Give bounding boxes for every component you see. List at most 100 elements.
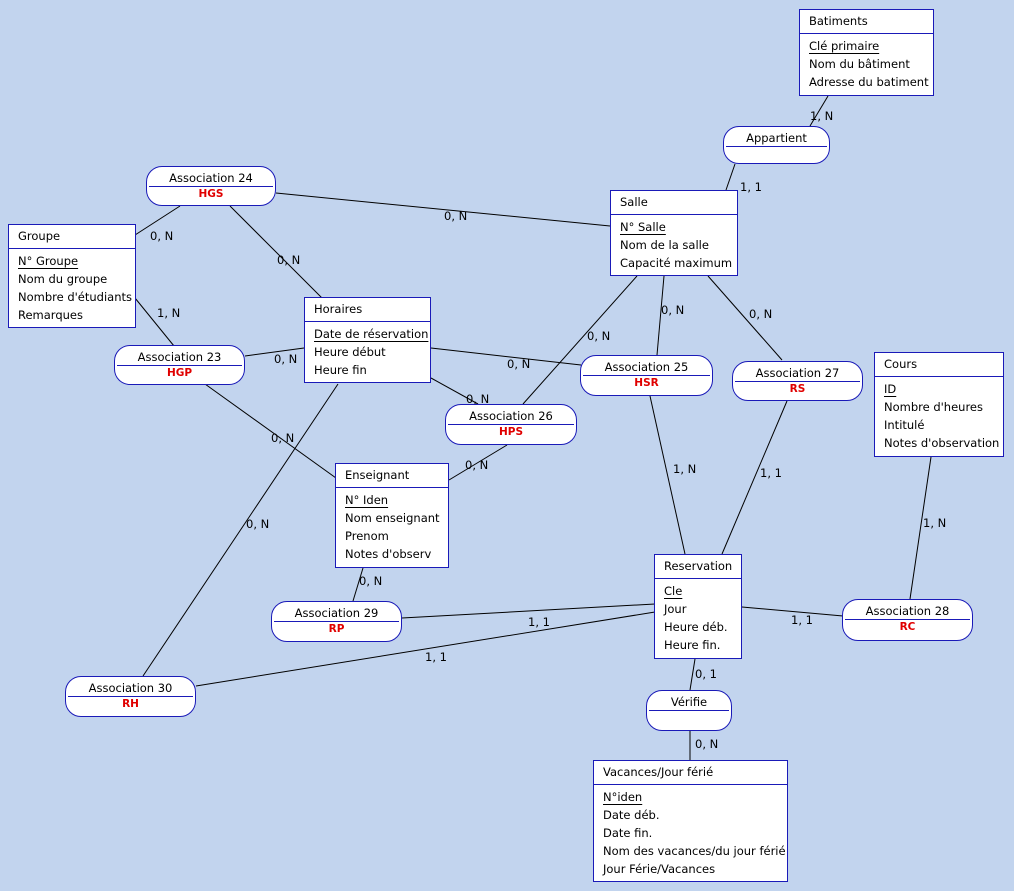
attribute: Nombre d'étudiants bbox=[18, 290, 133, 304]
attribute: Notes d'observation bbox=[884, 436, 1000, 450]
attribute: Jour Férie/Vacances bbox=[603, 862, 716, 876]
association-divider bbox=[649, 710, 729, 711]
entity-horaires[interactable]: Horaires Date de réservation Heure début… bbox=[304, 297, 431, 383]
entity-reservation[interactable]: Reservation Cle Jour Heure déb. Heure fi… bbox=[654, 554, 742, 659]
association-divider bbox=[726, 146, 827, 147]
card-horaires-a25: 0, N bbox=[507, 357, 531, 371]
association-name: Association 23 bbox=[137, 350, 222, 364]
association-code: RS bbox=[789, 383, 806, 395]
association-29[interactable]: Association 29 RP bbox=[271, 601, 402, 642]
entity-groupe[interactable]: Groupe N° Groupe Nom du groupe Nombre d'… bbox=[8, 224, 136, 328]
link-a27-reservation bbox=[721, 400, 788, 555]
association-25[interactable]: Association 25 HSR bbox=[580, 355, 713, 396]
card-salle-a27: 0, N bbox=[749, 307, 773, 321]
card-salle-a25: 0, N bbox=[661, 303, 685, 317]
association-name: Association 26 bbox=[469, 409, 553, 423]
link-a29-reservation bbox=[401, 603, 656, 619]
attribute-key: ID bbox=[884, 382, 897, 396]
card-a23-enseignant: 0, N bbox=[271, 431, 295, 445]
link-a25-reservation bbox=[649, 395, 686, 555]
association-divider bbox=[68, 696, 193, 697]
association-30[interactable]: Association 30 RH bbox=[65, 676, 196, 717]
card-a26-enseignant: 0, N bbox=[465, 458, 489, 472]
entity-name: Horaires bbox=[314, 302, 363, 316]
card-enseignant-a29: 0, N bbox=[359, 574, 383, 588]
association-code bbox=[724, 147, 829, 161]
card-a29-reservation: 1, 1 bbox=[528, 615, 550, 629]
card-cours-a28: 1, N bbox=[923, 516, 947, 530]
card-a24-groupe: 0, N bbox=[150, 229, 174, 243]
card-groupe-a23: 1, N bbox=[157, 306, 181, 320]
card-horaires-a26: 0, N bbox=[466, 392, 490, 406]
link-salle-a26 bbox=[522, 275, 638, 405]
link-groupe-a23 bbox=[134, 297, 175, 347]
link-horaires-a25 bbox=[430, 347, 582, 366]
association-name: Association 24 bbox=[169, 171, 253, 185]
entity-salle[interactable]: Salle N° Salle Nom de la salle Capacité … bbox=[610, 190, 738, 276]
association-code: HGP bbox=[166, 367, 193, 379]
card-reservation-a28: 1, 1 bbox=[791, 613, 813, 627]
association-code: RP bbox=[328, 623, 345, 635]
entity-vacances[interactable]: Vacances/Jour férié N°iden Date déb. Dat… bbox=[593, 760, 788, 882]
attribute: Capacité maximum bbox=[620, 256, 733, 270]
link-horaires-a30 bbox=[142, 383, 339, 677]
card-a23-horaires: 0, N bbox=[274, 352, 298, 366]
attribute: Heure déb. bbox=[664, 620, 728, 634]
link-enseignant-a29 bbox=[352, 567, 364, 602]
association-divider bbox=[845, 619, 970, 620]
association-26[interactable]: Association 26 HPS bbox=[445, 404, 577, 445]
card-batiments-appartient: 1, N bbox=[810, 109, 834, 123]
association-name: Association 28 bbox=[865, 604, 950, 618]
link-a26-enseignant bbox=[448, 444, 508, 481]
association-23[interactable]: Association 23 HGP bbox=[114, 345, 245, 385]
association-verifie[interactable]: Vérifie bbox=[646, 690, 732, 731]
link-salle-a27 bbox=[707, 275, 783, 361]
association-divider bbox=[448, 424, 574, 425]
link-reservation-verifie bbox=[689, 658, 696, 691]
association-name: Association 29 bbox=[294, 606, 379, 620]
link-horaires-a26 bbox=[430, 377, 479, 405]
attribute: Nom de la salle bbox=[620, 238, 709, 252]
attribute-key: N° Iden bbox=[345, 493, 389, 507]
association-code: HGS bbox=[198, 188, 224, 200]
association-28[interactable]: Association 28 RC bbox=[842, 599, 973, 641]
card-a25-reservation: 1, N bbox=[673, 462, 697, 476]
attribute: Date déb. bbox=[603, 808, 660, 822]
card-a27-reservation: 1, 1 bbox=[760, 466, 782, 480]
attribute: Nom enseignant bbox=[345, 511, 440, 525]
association-name: Appartient bbox=[746, 131, 807, 145]
attribute: Heure fin. bbox=[664, 638, 721, 652]
link-appartient-salle bbox=[725, 163, 736, 191]
attribute: Remarques bbox=[18, 308, 83, 322]
attribute: Heure fin bbox=[314, 363, 367, 377]
attribute: Prenom bbox=[345, 529, 389, 543]
entity-cours[interactable]: Cours ID Nombre d'heures Intitulé Notes … bbox=[874, 352, 1004, 457]
entity-name: Vacances/Jour férié bbox=[603, 765, 714, 779]
link-cours-a28 bbox=[909, 456, 932, 600]
entity-batiments[interactable]: Batiments Clé primaire Nom du bâtiment A… bbox=[799, 9, 934, 96]
card-verifie-vacances: 0, N bbox=[695, 737, 719, 751]
card-reservation-verifie: 0, 1 bbox=[695, 667, 717, 681]
attribute-key: Clé primaire bbox=[809, 39, 880, 53]
association-code: RH bbox=[122, 698, 139, 710]
entity-name: Enseignant bbox=[345, 468, 410, 482]
attribute-key: N° Salle bbox=[620, 220, 666, 234]
attribute: Nom des vacances/du jour férié bbox=[603, 844, 786, 858]
association-27[interactable]: Association 27 RS bbox=[732, 361, 863, 401]
entity-enseignant[interactable]: Enseignant N° Iden Nom enseignant Prenom… bbox=[335, 463, 449, 568]
attribute: Heure début bbox=[314, 345, 386, 359]
association-name: Association 27 bbox=[755, 366, 840, 380]
association-code: HSR bbox=[634, 377, 659, 389]
attribute: Nombre d'heures bbox=[884, 400, 984, 414]
association-name: Vérifie bbox=[670, 695, 708, 709]
link-reservation-a28 bbox=[741, 606, 844, 617]
association-24[interactable]: Association 24 HGS bbox=[146, 166, 276, 206]
association-appartient[interactable]: Appartient bbox=[723, 126, 830, 164]
attribute-key: N° Groupe bbox=[18, 254, 79, 268]
entity-name: Salle bbox=[620, 195, 648, 209]
association-name: Association 30 bbox=[88, 681, 173, 695]
entity-name: Batiments bbox=[809, 14, 868, 28]
attribute: Jour bbox=[664, 602, 687, 616]
link-a23-enseignant bbox=[204, 383, 337, 479]
